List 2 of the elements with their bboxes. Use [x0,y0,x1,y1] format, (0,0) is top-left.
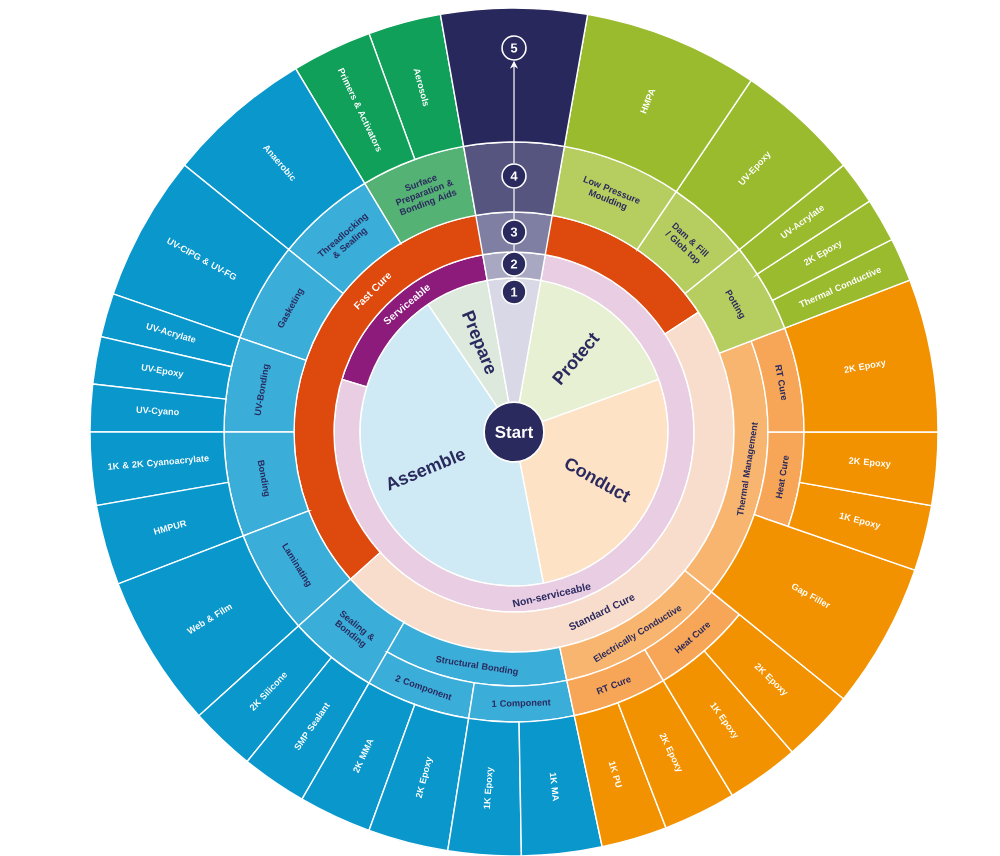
connector-line [513,244,515,252]
connector-line [513,188,515,220]
